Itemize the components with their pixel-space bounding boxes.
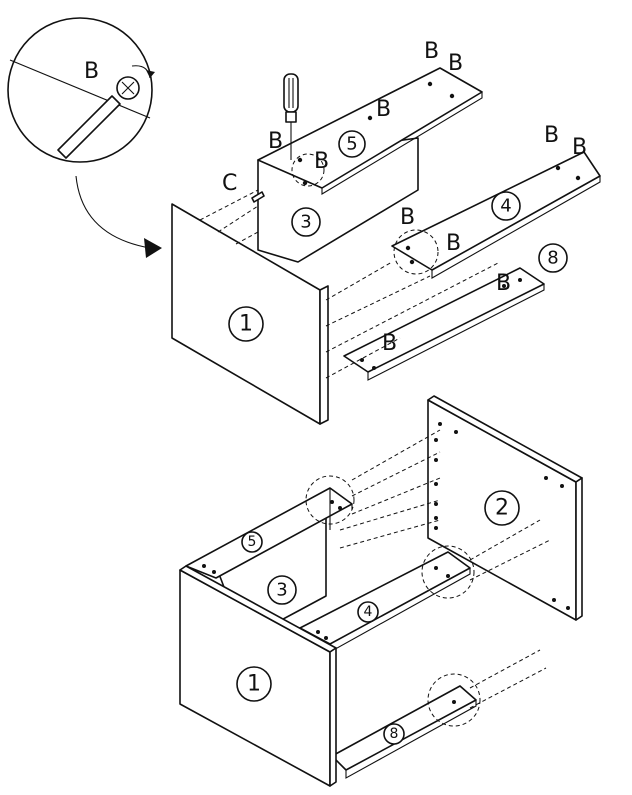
dowel-label: C bbox=[222, 171, 237, 196]
panel-number-2: 2 bbox=[495, 496, 509, 521]
panel-number-5: 5 bbox=[346, 134, 357, 155]
exploded-view-top: B B B B B B B B B B B C 5 3 4 8 1 bbox=[171, 39, 601, 425]
panel-number-4: 4 bbox=[364, 604, 373, 620]
panel-number-1: 1 bbox=[239, 312, 253, 337]
screwdriver-icon bbox=[283, 73, 299, 160]
assembly-view-bottom: 5 3 4 2 1 8 bbox=[179, 395, 583, 787]
panel-number-3: 3 bbox=[300, 212, 311, 233]
screw-label: B bbox=[376, 97, 391, 122]
screw-label: B bbox=[496, 271, 511, 296]
panel-number-1: 1 bbox=[247, 672, 261, 697]
magnify-callout-icon bbox=[7, 17, 153, 163]
callout-screw-label: B bbox=[84, 59, 99, 84]
screw-label: B bbox=[382, 331, 397, 356]
screw-label: B bbox=[448, 51, 463, 76]
screw-label: B bbox=[572, 135, 587, 160]
panel-number-5: 5 bbox=[248, 534, 257, 550]
panel-number-8: 8 bbox=[390, 726, 399, 742]
dowel bbox=[251, 191, 265, 203]
screw-label: B bbox=[400, 205, 415, 230]
panel-8-top bbox=[343, 267, 545, 373]
detail-callout: B bbox=[7, 17, 155, 163]
panel-number-3: 3 bbox=[276, 580, 287, 601]
panel-number-8: 8 bbox=[547, 248, 558, 269]
screw-label: B bbox=[424, 39, 439, 64]
screw-label: B bbox=[314, 149, 329, 174]
panel-number-4: 4 bbox=[500, 196, 511, 217]
panel-8 bbox=[331, 685, 477, 771]
pointer-arrow-icon bbox=[75, 175, 162, 258]
screw-label: B bbox=[446, 231, 461, 256]
screw-icon bbox=[116, 76, 140, 100]
screw-label: B bbox=[544, 123, 559, 148]
screw-label: B bbox=[268, 129, 283, 154]
screwdriver-icon bbox=[57, 95, 121, 159]
